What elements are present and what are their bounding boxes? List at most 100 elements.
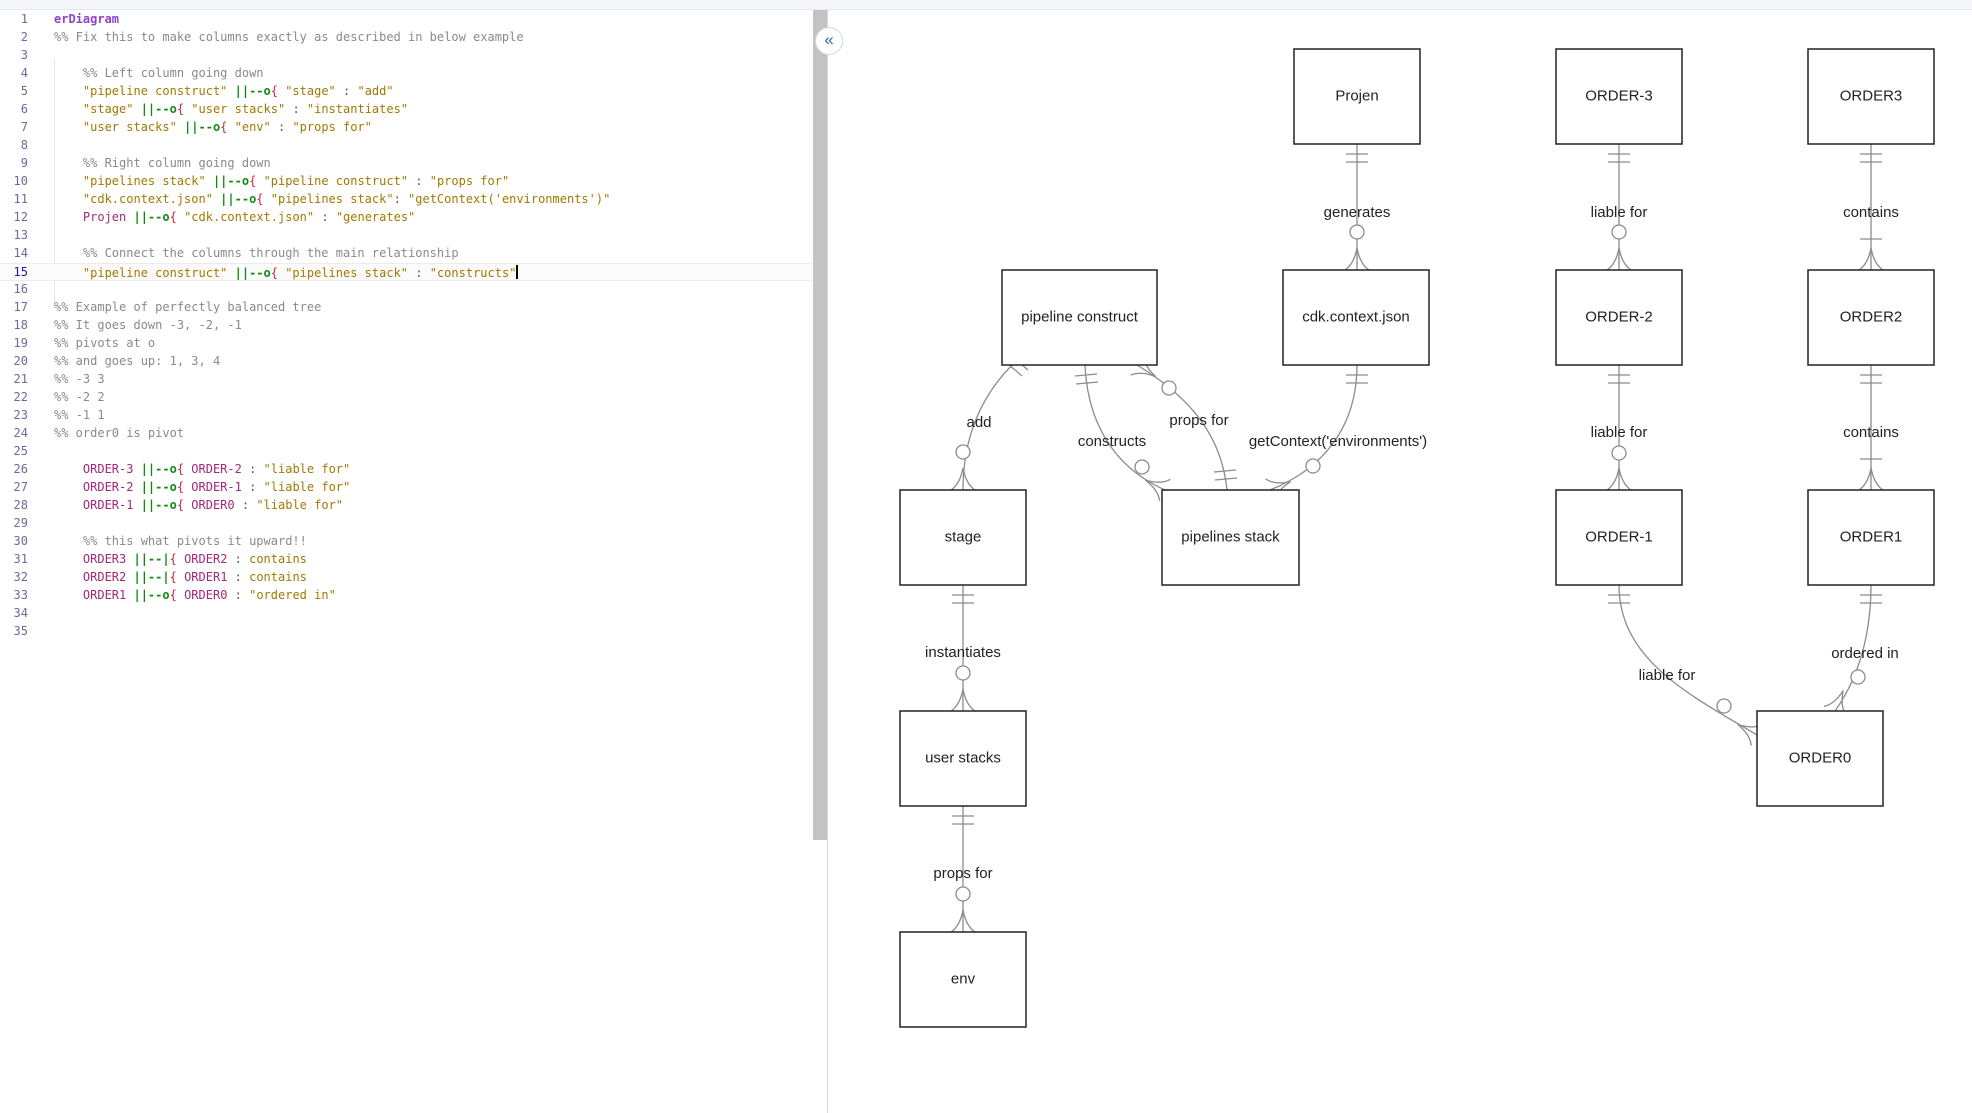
- line-number: 8: [20, 138, 28, 152]
- code-line[interactable]: 3: [0, 47, 826, 65]
- code-line[interactable]: 14 %% Connect the columns through the ma…: [0, 245, 826, 263]
- code-line[interactable]: 29: [0, 515, 826, 533]
- code-text[interactable]: ORDER-1 ||--o{ ORDER0 : "liable for": [54, 498, 343, 512]
- line-number: 17: [13, 300, 28, 314]
- line-number: 21: [13, 372, 28, 386]
- code-text[interactable]: %% this what pivots it upward!!: [54, 534, 307, 548]
- editor-scrollbar[interactable]: [813, 10, 827, 840]
- code-line[interactable]: 12 Projen ||--o{ "cdk.context.json" : "g…: [0, 209, 826, 227]
- code-line[interactable]: 5 "pipeline construct" ||--o{ "stage" : …: [0, 83, 826, 101]
- code-token: ||--o: [184, 120, 221, 134]
- code-text[interactable]: %% It goes down -3, -2, -1: [54, 318, 242, 332]
- code-text[interactable]: erDiagram: [54, 12, 119, 26]
- code-text[interactable]: %% Fix this to make columns exactly as d…: [54, 30, 524, 44]
- code-text[interactable]: %% Connect the columns through the main …: [54, 246, 459, 260]
- crows-foot-marker: [1737, 723, 1752, 746]
- code-line[interactable]: 17 %% Example of perfectly balanced tree: [0, 299, 826, 317]
- collapse-editor-button[interactable]: «: [815, 27, 843, 55]
- code-line[interactable]: 18 %% It goes down -3, -2, -1: [0, 317, 826, 335]
- code-token: %% Connect the columns through the main …: [54, 246, 459, 260]
- line-number: 23: [13, 408, 28, 422]
- code-token: :: [408, 266, 430, 280]
- code-line[interactable]: 24%% order0 is pivot: [0, 425, 826, 443]
- relationship-pipelines-stack-to-pipeline-construct: props for: [1130, 354, 1238, 491]
- code-text[interactable]: %% -1 1: [54, 408, 105, 422]
- code-text[interactable]: %% Right column going down: [54, 156, 271, 170]
- line-number: 18: [13, 318, 28, 332]
- code-text[interactable]: %% -2 2: [54, 390, 105, 404]
- code-text[interactable]: "cdk.context.json" ||--o{ "pipelines sta…: [54, 192, 610, 206]
- code-line[interactable]: 27 ORDER-2 ||--o{ ORDER-1 : "liable for": [0, 479, 826, 497]
- crows-foot-marker: [1618, 247, 1632, 271]
- code-token: ORDER-2: [54, 480, 141, 494]
- zero-marker: [1611, 445, 1627, 461]
- code-line[interactable]: 2 %% Fix this to make columns exactly as …: [0, 29, 826, 47]
- entity-order-1: ORDER-1: [1555, 489, 1683, 586]
- code-line[interactable]: 4 %% Left column going down: [0, 65, 826, 83]
- code-text[interactable]: %% pivots at o: [54, 336, 155, 350]
- code-token: "pipeline construct": [256, 174, 409, 188]
- code-line[interactable]: 33 ORDER1 ||--o{ ORDER0 : "ordered in": [0, 587, 826, 605]
- code-line[interactable]: 22%% -2 2: [0, 389, 826, 407]
- code-line[interactable]: 26 ORDER-3 ||--o{ ORDER-2 : "liable for": [0, 461, 826, 479]
- code-token: %% this what pivots it upward!!: [54, 534, 307, 548]
- code-text[interactable]: ORDER-3 ||--o{ ORDER-2 : "liable for": [54, 462, 350, 476]
- code-token: "stage": [54, 102, 141, 116]
- code-line[interactable]: 10 "pipelines stack" ||--o{ "pipeline co…: [0, 173, 826, 191]
- entity-box: [899, 710, 1027, 807]
- code-line[interactable]: 19%% pivots at o: [0, 335, 826, 353]
- code-line[interactable]: 8: [0, 137, 826, 155]
- relationship-user-stacks-to-env: props for: [933, 806, 993, 933]
- code-line[interactable]: 13: [0, 227, 826, 245]
- code-line[interactable]: 28 ORDER-1 ||--o{ ORDER0 : "liable for": [0, 497, 826, 515]
- pane-divider[interactable]: [827, 10, 828, 1113]
- zero-marker: [1850, 669, 1866, 685]
- code-text[interactable]: %% and goes up: 1, 3, 4: [54, 354, 220, 368]
- code-line[interactable]: 25: [0, 443, 826, 461]
- code-line[interactable]: 9 %% Right column going down: [0, 155, 826, 173]
- code-text[interactable]: %% order0 is pivot: [54, 426, 184, 440]
- code-token: "user stacks": [54, 120, 185, 134]
- code-line[interactable]: 35: [0, 623, 826, 641]
- code-line[interactable]: 11 "cdk.context.json" ||--o{ "pipelines …: [0, 191, 826, 209]
- relationship-order-1-to-order0: liable for: [1608, 584, 1764, 746]
- code-token: "liable for": [263, 462, 351, 476]
- code-token: ||--o: [234, 266, 271, 280]
- code-line[interactable]: 30 %% this what pivots it upward!!: [0, 533, 826, 551]
- code-text[interactable]: %% -3 3: [54, 372, 105, 386]
- code-line[interactable]: 20%% and goes up: 1, 3, 4: [0, 353, 826, 371]
- code-line[interactable]: 6 "stage" ||--o{ "user stacks" : "instan…: [0, 101, 826, 119]
- code-text[interactable]: %% Example of perfectly balanced tree: [54, 300, 321, 314]
- code-line[interactable]: 31 ORDER3 ||--|{ ORDER2 : contains: [0, 551, 826, 569]
- line-number: 2: [20, 30, 28, 44]
- line-number: 5: [20, 84, 28, 98]
- code-token: ORDER2: [54, 570, 134, 584]
- code-line[interactable]: 32 ORDER2 ||--|{ ORDER1 : contains: [0, 569, 826, 587]
- code-text[interactable]: "user stacks" ||--o{ "env" : "props for": [54, 120, 372, 134]
- line-number: 25: [13, 444, 28, 458]
- code-text[interactable]: "pipeline construct" ||--o{ "stage" : "a…: [54, 84, 394, 98]
- code-text[interactable]: ORDER3 ||--|{ ORDER2 : contains: [54, 552, 307, 566]
- code-text[interactable]: %% Left column going down: [54, 66, 264, 80]
- code-text[interactable]: Projen ||--o{ "cdk.context.json" : "gene…: [54, 210, 415, 224]
- code-line[interactable]: 15 "pipeline construct" ||--o{ "pipeline…: [0, 263, 826, 281]
- crows-foot-marker: [962, 467, 976, 491]
- code-line[interactable]: 23 %% -1 1: [0, 407, 826, 425]
- code-text[interactable]: "stage" ||--o{ "user stacks" : "instanti…: [54, 102, 408, 116]
- line-number: 9: [20, 156, 28, 170]
- code-line[interactable]: 21 %% -3 3: [0, 371, 826, 389]
- crows-foot-marker: [962, 688, 976, 712]
- code-line[interactable]: 34: [0, 605, 826, 623]
- code-text[interactable]: "pipelines stack" ||--o{ "pipeline const…: [54, 174, 509, 188]
- code-text[interactable]: ORDER1 ||--o{ ORDER0 : "ordered in": [54, 588, 336, 602]
- code-line[interactable]: 7 "user stacks" ||--o{ "env" : "props fo…: [0, 119, 826, 137]
- code-line[interactable]: 16: [0, 281, 826, 299]
- code-token: ORDER-3: [54, 462, 141, 476]
- code-text[interactable]: ORDER2 ||--|{ ORDER1 : contains: [54, 570, 307, 584]
- code-text[interactable]: "pipeline construct" ||--o{ "pipelines s…: [54, 265, 519, 280]
- relationship-stage-to-user-stacks: instantiates: [925, 585, 1001, 712]
- code-text[interactable]: ORDER-2 ||--o{ ORDER-1 : "liable for": [54, 480, 350, 494]
